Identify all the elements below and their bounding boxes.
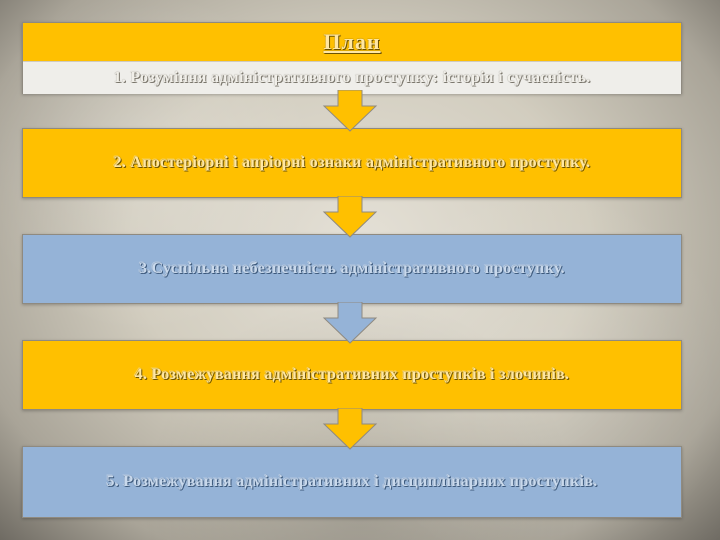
step-1-band: 1. Розуміння адміністративного проступку… [23,61,681,94]
down-arrow-icon [322,302,378,344]
step-5-text: 5. Розмежування адміністративних і дисци… [106,473,598,490]
plan-title: План [323,29,381,54]
step-4-text: 4. Розмежування адміністративних проступ… [134,366,570,383]
title-band: План [23,23,681,61]
plan-header-box: План 1. Розуміння адміністративного прос… [22,22,682,94]
step-4-box: 4. Розмежування адміністративних проступ… [22,340,682,410]
down-arrow-icon [322,90,378,132]
step-2-text: 2. Апостеріорні і апріорні ознаки адміні… [113,154,591,171]
step-2-box: 2. Апостеріорні і апріорні ознаки адміні… [22,128,682,198]
step-3-box: 3.Суспільна небезпечність адміністративн… [22,234,682,304]
step-5-box: 5. Розмежування адміністративних і дисци… [22,446,682,518]
step-1-text: 1. Розуміння адміністративного проступку… [113,69,591,86]
down-arrow-icon [322,408,378,450]
down-arrow-icon [322,196,378,238]
step-3-text: 3.Суспільна небезпечність адміністративн… [139,260,565,277]
